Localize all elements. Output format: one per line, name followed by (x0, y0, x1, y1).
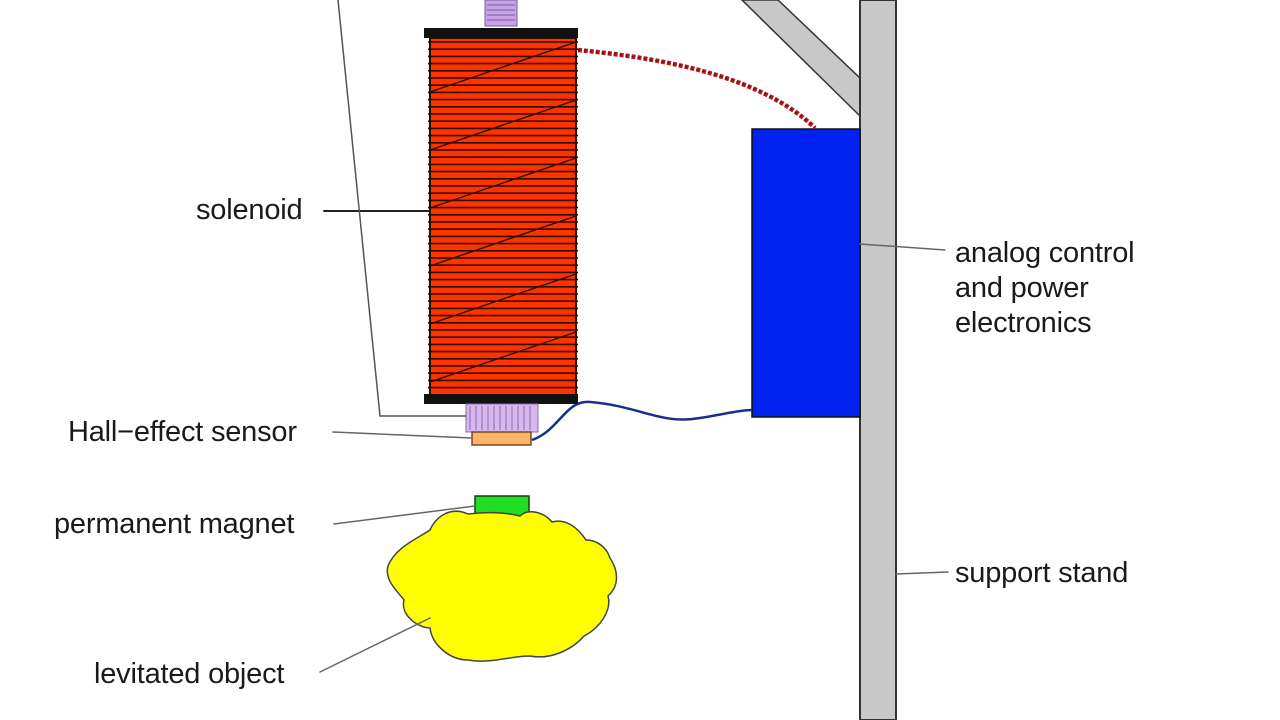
levitated-object-shape (386, 510, 618, 662)
leader-support (895, 571, 949, 575)
stand-brace (740, 0, 863, 120)
wire-red (577, 47, 817, 130)
leader-lines (319, 0, 949, 673)
solenoid-cap-bottom (424, 394, 578, 404)
leader-core-top (337, 0, 467, 417)
coil-crossover (429, 99, 577, 151)
label-electronics-line3: electronics (955, 307, 1092, 339)
leader-magnet (333, 505, 476, 525)
label-electronics-line2: and power (955, 272, 1089, 304)
support-stand (859, 0, 897, 720)
leader-object (319, 617, 431, 673)
label-electronics-line1: analog control (955, 237, 1135, 269)
leader-hall (332, 431, 473, 439)
coil-crossover (429, 331, 577, 383)
solenoid-cap-top (424, 28, 578, 38)
coil-crossover (429, 273, 577, 325)
solenoid-core-bottom (465, 403, 539, 433)
hall-sensor (471, 431, 532, 446)
coil-crossover (429, 41, 577, 93)
label-levitated-object: levitated object (94, 658, 285, 690)
wire-blue (531, 400, 753, 442)
leader-electronics (859, 243, 946, 251)
label-permanent-magnet: permanent magnet (54, 508, 295, 540)
solenoid-windings (428, 41, 578, 389)
label-electronics: analog control and power electronics (955, 236, 1135, 341)
solenoid-core-top (484, 0, 518, 27)
coil-crossover (429, 157, 577, 209)
label-support-stand: support stand (955, 557, 1129, 589)
electronics-box (751, 128, 861, 418)
wire-red-twist (577, 49, 816, 129)
coil-crossover (429, 215, 577, 267)
label-solenoid: solenoid (196, 194, 303, 226)
solenoid-coil (429, 37, 577, 397)
label-hall-sensor: Hall−effect sensor (68, 416, 297, 448)
